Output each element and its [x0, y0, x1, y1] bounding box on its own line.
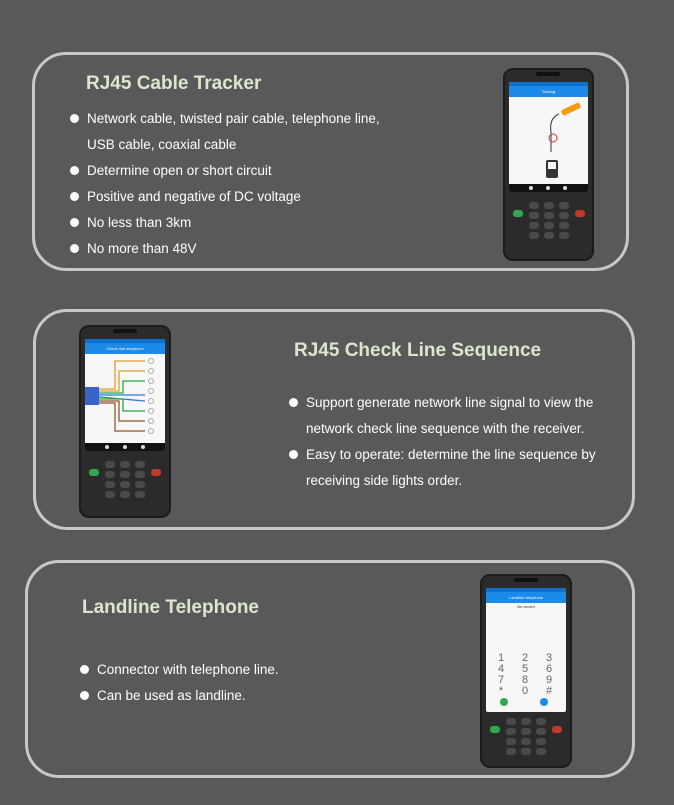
device-image-sequence: Check line sequence [79, 325, 171, 518]
bullet-dot [70, 114, 79, 123]
list-item: Determine open or short circuit [70, 158, 410, 184]
bullet-dot [70, 166, 79, 175]
call-key [490, 726, 500, 733]
list-item: Network cable, twisted pair cable, telep… [70, 106, 410, 132]
list-item: No more than 48V [70, 236, 410, 262]
list-item-continuation: network check line sequence with the rec… [306, 421, 585, 436]
call-key [513, 210, 523, 217]
dial-key: 7 [497, 674, 505, 686]
end-key [151, 469, 161, 476]
system-nav-bar [509, 184, 588, 192]
bullet-dot [70, 244, 79, 253]
bullet-dot [70, 192, 79, 201]
dial-key: 3 [545, 652, 553, 664]
app-bar-title: Landline telephone [486, 592, 566, 603]
list-item: Connector with telephone line. [80, 657, 380, 683]
device-image-tracker: Tracing [503, 68, 594, 261]
section-title: Landline Telephone [82, 597, 259, 618]
keypad [511, 198, 587, 254]
list-item-continuation: USB cable, coaxial cable [87, 137, 237, 152]
bullet-dot [80, 691, 89, 700]
list-item: No less than 3km [70, 210, 410, 236]
cable-tracker-panel: RJ45 Cable Tracker Network cable, twiste… [32, 52, 629, 271]
bullet-dot [289, 398, 298, 407]
end-key [575, 210, 585, 217]
bullet-dot [70, 218, 79, 227]
bullet-dot [289, 450, 298, 459]
device-image-landline: Landline telephone No record 1 2 3 4 5 6… [480, 574, 572, 768]
call-button-icon [500, 698, 508, 706]
bullet-dot [80, 665, 89, 674]
device-screen: Check line sequence [85, 339, 165, 451]
dial-key: 1 [497, 652, 505, 664]
device-screen: Tracing [509, 82, 588, 192]
feature-list: Support generate network line signal to … [289, 390, 609, 494]
contacts-button-icon [540, 698, 548, 706]
section-title: RJ45 Cable Tracker [86, 73, 262, 94]
dial-key: 8 [521, 674, 529, 686]
line-sequence-panel: RJ45 Check Line Sequence Support generat… [33, 309, 635, 530]
dial-key: * [498, 685, 504, 697]
app-bar-title: Check line sequence [85, 343, 165, 354]
dial-key: 0 [521, 685, 529, 697]
list-item: Can be used as landline. [80, 683, 380, 709]
wire-sequence-illustration [85, 358, 154, 434]
dial-key: 4 [497, 663, 505, 675]
device-screen: Landline telephone No record 1 2 3 4 5 6… [486, 588, 566, 712]
list-item: Positive and negative of DC voltage [70, 184, 410, 210]
feature-list: Connector with telephone line. Can be us… [80, 657, 380, 709]
list-item-continuation: receiving side lights order. [306, 473, 463, 488]
keypad [488, 716, 564, 766]
end-key [552, 726, 562, 733]
feature-list: Network cable, twisted pair cable, telep… [70, 106, 410, 262]
system-nav-bar [85, 443, 165, 451]
dial-key: 6 [545, 663, 553, 675]
tracer-illustration [546, 102, 581, 178]
dial-key: 9 [545, 674, 553, 686]
landline-panel: Landline Telephone Connector with teleph… [25, 560, 635, 778]
list-item: Easy to operate: determine the line sequ… [289, 442, 609, 468]
dial-key: 2 [521, 652, 529, 664]
keypad [87, 457, 163, 513]
list-item: Support generate network line signal to … [289, 390, 609, 416]
dial-key: # [545, 685, 553, 697]
dial-key: 5 [521, 663, 529, 675]
app-bar-title: Tracing [509, 86, 588, 97]
call-key [89, 469, 99, 476]
call-log-status: No record [517, 604, 535, 609]
section-title: RJ45 Check Line Sequence [294, 340, 542, 361]
